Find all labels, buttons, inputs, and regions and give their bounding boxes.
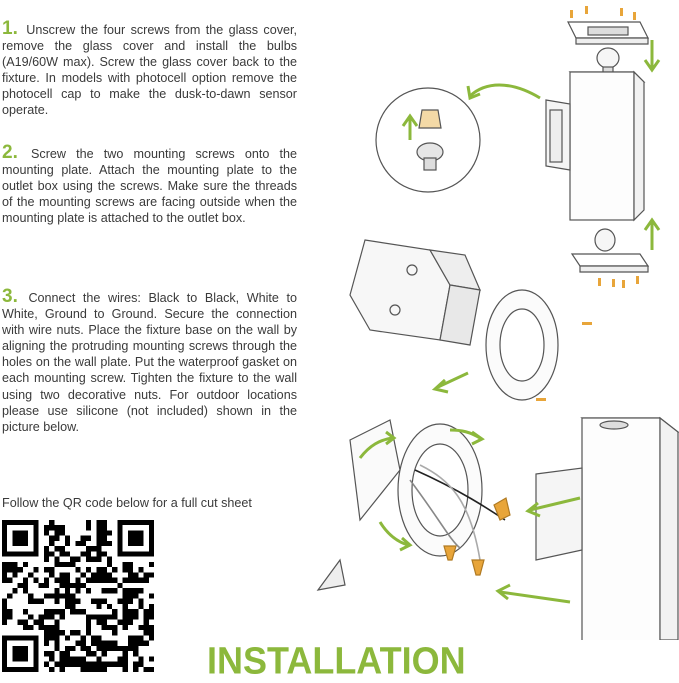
installation-diagram [316,6,679,640]
direction-arrows [358,40,661,604]
fixture-wall-mounted [535,416,679,640]
photocell-detail [375,87,481,193]
step-3-number: 3. [2,286,18,307]
step-2: 2. Screw the two mounting screws onto th… [2,142,297,226]
step-3-text: Connect the wires: Black to Black, White… [2,291,297,434]
qr-code[interactable] [2,520,154,672]
wire-nuts [443,497,511,576]
screws [536,6,639,401]
top-glass-cover [567,21,649,45]
step-3: 3. Connect the wires: Black to Black, Wh… [2,286,297,435]
fixture-body-upper [545,70,646,222]
outlet-box-wired [349,419,483,557]
qr-note: Follow the QR code below for a full cut … [2,496,252,510]
step-1-text: Unscrew the four screws from the glass c… [2,23,297,118]
mounting-plate [485,289,559,401]
silicone-tube-icon [316,558,346,591]
step-2-text: Screw the two mounting screws onto the m… [2,147,297,226]
outlet-box [349,239,481,346]
step-2-number: 2. [2,142,18,163]
page-title: INSTALLATION [207,638,466,682]
step-1: 1. Unscrew the four screws from the glas… [2,18,297,119]
step-1-number: 1. [2,18,18,39]
bottom-glass-cover [570,228,650,273]
